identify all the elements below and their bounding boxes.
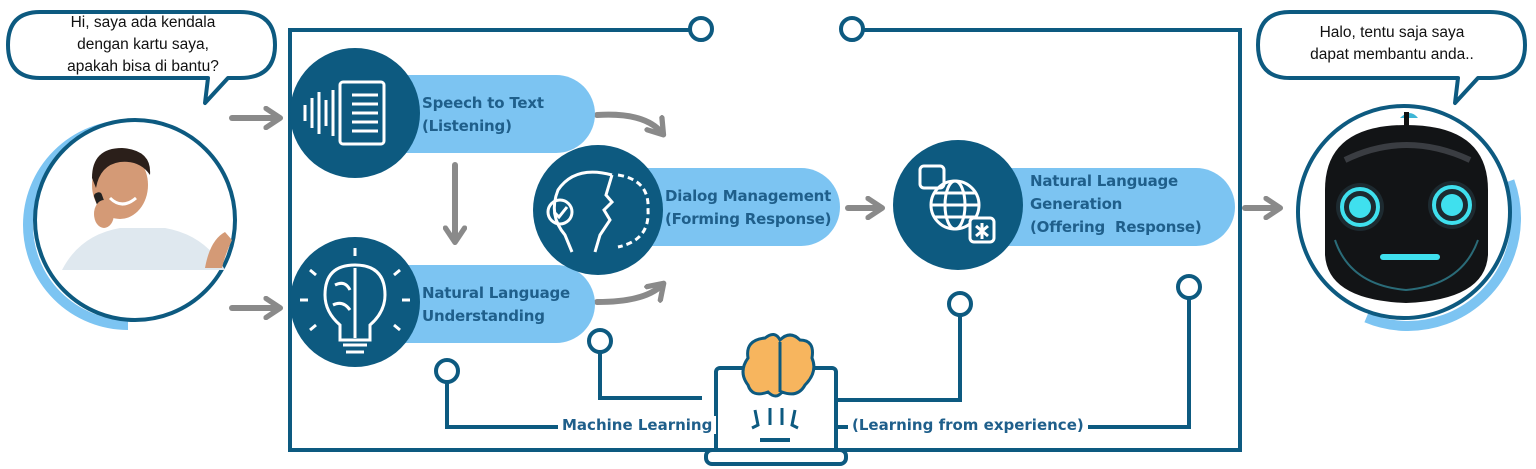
step-label-line: (Forming Response) xyxy=(665,210,832,228)
ml-connectors xyxy=(434,274,1202,429)
step-label-line: Understanding xyxy=(422,307,545,325)
audio-wave-document-icon xyxy=(303,80,386,146)
user-message-line: apakah bisa di bantu? xyxy=(67,58,219,75)
step-nlu xyxy=(290,237,595,367)
bot-message-line: Halo, tentu saja saya xyxy=(1319,24,1465,41)
step-label-line: Natural Language xyxy=(422,284,571,302)
bot-avatar xyxy=(1295,104,1521,331)
user-avatar xyxy=(23,118,237,330)
bot-message-line: dapat membantu anda.. xyxy=(1310,46,1474,63)
step-label-line: Generation xyxy=(1030,195,1123,213)
bot-speech-bubble xyxy=(1256,10,1527,105)
user-message-line: Hi, saya ada kendala xyxy=(70,14,216,31)
user-message: Hi, saya ada kendala dengan kartu saya, … xyxy=(18,12,268,78)
step-label-nlu: Natural Language Understanding xyxy=(422,282,570,328)
step-speech-to-text xyxy=(290,48,595,178)
step-label-line: (Offering Response) xyxy=(1030,218,1202,236)
person-on-phone-photo xyxy=(62,148,232,270)
robot-face xyxy=(1325,112,1488,303)
step-label-speech-to-text: Speech to Text (Listening) xyxy=(422,92,544,138)
arrow-nlu-to-dm xyxy=(594,285,662,305)
learning-from-experience-label: (Learning from experience) xyxy=(848,416,1088,434)
step-label-line: Natural Language xyxy=(1030,172,1179,190)
step-label-line: Dialog Management xyxy=(665,187,832,205)
step-dialog-management xyxy=(533,145,840,275)
bot-message: Halo, tentu saja saya dapat membantu and… xyxy=(1262,22,1522,66)
step-label-nlg: Natural Language Generation (Offering Re… xyxy=(1030,170,1202,239)
step-label-line: Speech to Text xyxy=(422,94,544,112)
step-label-dialog-management: Dialog Management (Forming Response) xyxy=(665,185,832,231)
flow-arrows xyxy=(229,111,1278,308)
user-speech-bubble xyxy=(6,10,277,105)
translate-globe-icon xyxy=(918,164,996,244)
user-message-line: dengan kartu saya, xyxy=(77,36,209,53)
brain-lightbulb-icon xyxy=(300,248,410,354)
step-label-line: (Listening) xyxy=(422,117,512,135)
step-nlg xyxy=(893,140,1235,270)
arrow-stt-to-dm xyxy=(594,111,662,133)
machine-learning-label: Machine Learning xyxy=(558,416,717,434)
head-gear-icon xyxy=(546,170,650,253)
laptop-brain-icon xyxy=(704,333,848,466)
